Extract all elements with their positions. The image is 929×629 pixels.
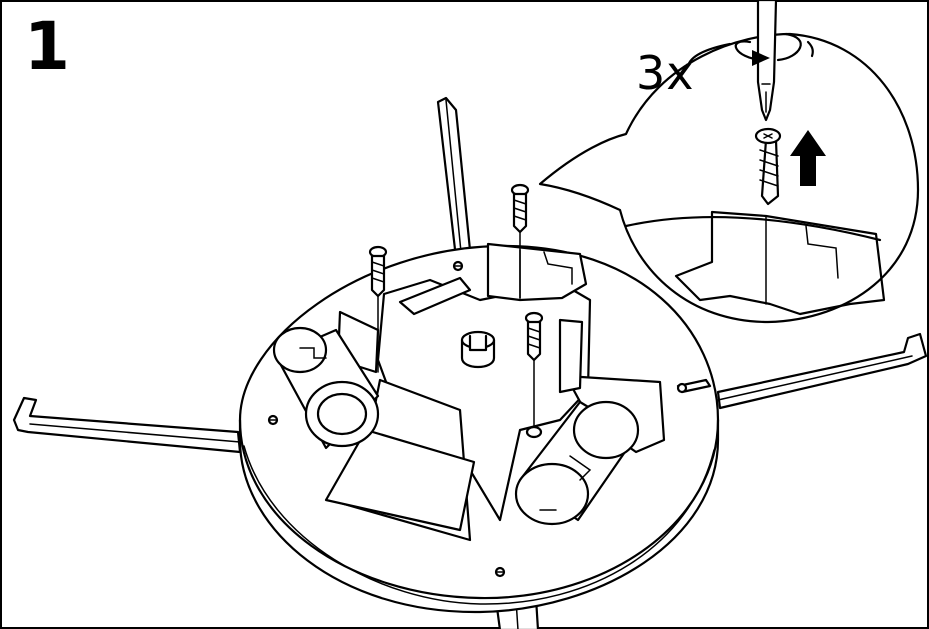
plate-fasteners [267, 260, 712, 578]
screwdriver-rotate-icon [686, 0, 814, 122]
right-arm [716, 332, 928, 410]
zoom-callout [538, 32, 920, 324]
step-number: 1 [24, 8, 70, 85]
callout-detail [624, 127, 886, 316]
arrow-up-icon [790, 130, 826, 186]
left-lamp-socket [272, 326, 380, 450]
right-lamp-socket [514, 400, 640, 526]
left-arm [12, 396, 242, 454]
repeat-count: 3x [636, 46, 695, 100]
screw-1 [368, 245, 388, 373]
rear-arm [436, 96, 472, 260]
screw-3 [524, 311, 544, 439]
screw-2 [510, 183, 530, 299]
